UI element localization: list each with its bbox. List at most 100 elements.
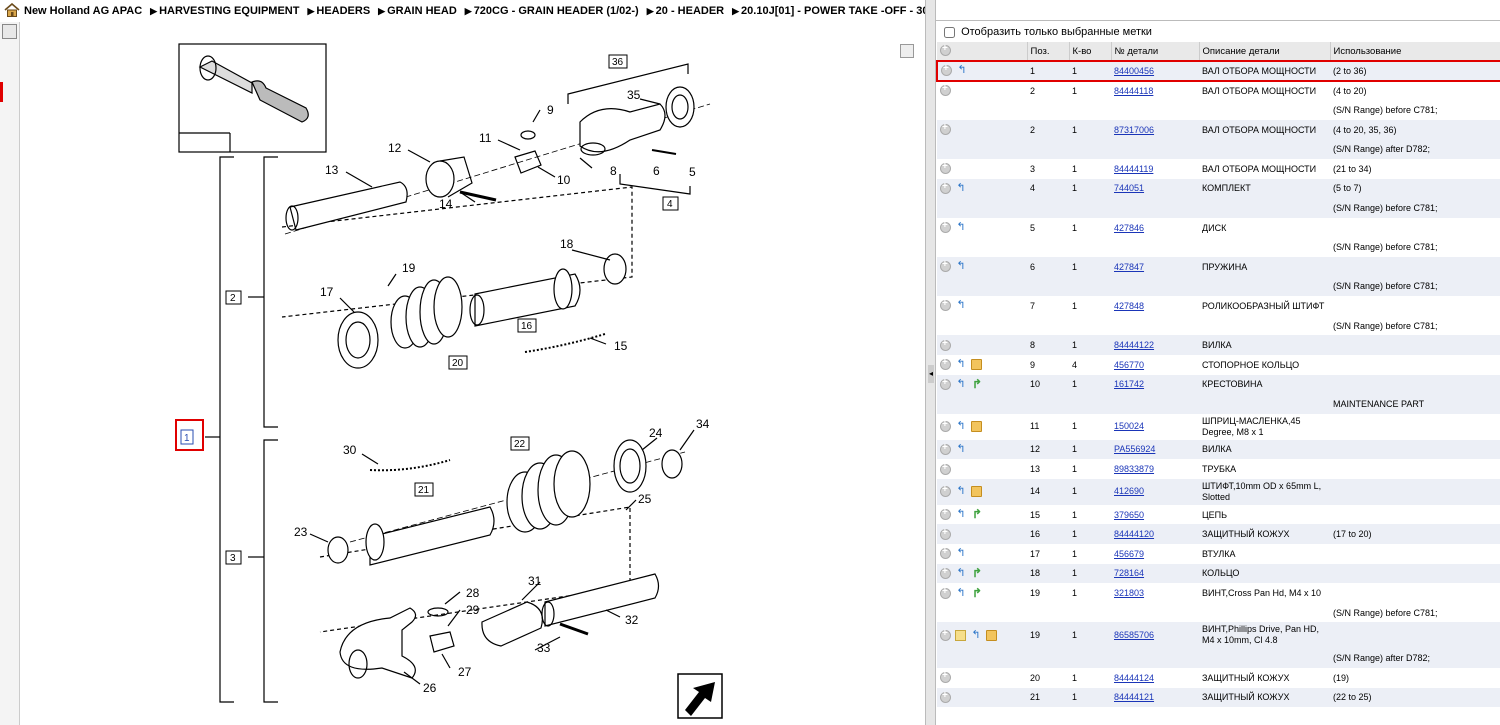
- expand-icon[interactable]: [940, 181, 951, 194]
- forward-arrow-icon[interactable]: ↱: [971, 566, 983, 581]
- expand-icon[interactable]: [940, 546, 951, 560]
- return-arrow-icon[interactable]: ↰: [956, 299, 966, 312]
- return-arrow-icon[interactable]: ↰: [956, 567, 966, 580]
- forward-arrow-icon[interactable]: ↱: [971, 507, 983, 522]
- return-arrow-icon[interactable]: ↰: [956, 358, 966, 371]
- part-number-link[interactable]: 412690: [1114, 486, 1145, 497]
- expand-icon[interactable]: [940, 122, 951, 136]
- expand-icon[interactable]: [940, 670, 951, 684]
- table-row[interactable]: (S/N Range) before C781;: [937, 237, 1500, 257]
- package-icon[interactable]: [971, 421, 982, 433]
- expand-icon[interactable]: [940, 83, 951, 97]
- table-row[interactable]: (S/N Range) before C781;: [937, 602, 1500, 623]
- part-number-link[interactable]: 427846: [1114, 222, 1145, 233]
- header-part-no[interactable]: № детали: [1111, 42, 1200, 62]
- header-description[interactable]: Описание детали: [1199, 42, 1331, 62]
- return-arrow-icon[interactable]: ↰: [956, 377, 966, 390]
- envelope-icon[interactable]: [955, 630, 966, 641]
- scroll-toggle-icon[interactable]: [900, 44, 914, 58]
- return-arrow-icon[interactable]: ↰: [971, 629, 981, 641]
- expand-icon[interactable]: [940, 442, 951, 456]
- part-number-link[interactable]: 321803: [1114, 588, 1145, 599]
- forward-arrow-icon[interactable]: ↱: [971, 585, 983, 600]
- expand-icon[interactable]: [940, 507, 951, 521]
- part-number-link[interactable]: 84444119: [1114, 163, 1154, 174]
- part-number-link[interactable]: 89833879: [1114, 464, 1155, 475]
- header-qty[interactable]: К-во: [1069, 42, 1112, 62]
- table-row[interactable]: (S/N Range) after D782;: [937, 139, 1500, 159]
- expand-icon[interactable]: [940, 462, 951, 475]
- expand-icon[interactable]: [940, 338, 951, 351]
- table-row[interactable]: MAINTENANCE PART: [937, 394, 1500, 414]
- forward-arrow-icon[interactable]: ↱: [971, 376, 983, 391]
- expand-icon[interactable]: [940, 527, 951, 540]
- expand-icon[interactable]: [940, 419, 951, 433]
- part-number-link[interactable]: 456770: [1114, 359, 1145, 370]
- part-number-link[interactable]: 87317006: [1114, 124, 1155, 135]
- expand-icon[interactable]: [940, 484, 951, 498]
- part-number-link[interactable]: PA556924: [1114, 444, 1156, 455]
- return-arrow-icon[interactable]: ↰: [956, 181, 966, 194]
- expand-icon[interactable]: [940, 220, 951, 234]
- expand-icon[interactable]: [940, 161, 951, 175]
- package-icon[interactable]: [986, 630, 997, 641]
- table-row[interactable]: (S/N Range) after D782;: [937, 648, 1500, 669]
- return-arrow-icon[interactable]: ↰: [956, 221, 966, 234]
- breadcrumb-item[interactable]: ▶HARVESTING EQUIPMENT: [150, 5, 299, 17]
- part-number-link[interactable]: 427848: [1114, 300, 1145, 311]
- return-arrow-icon[interactable]: ↰: [956, 443, 966, 456]
- collapse-arrow-icon[interactable]: ◂: [928, 365, 934, 383]
- part-number-link[interactable]: 744051: [1114, 183, 1145, 194]
- table-row[interactable]: (S/N Range) before C781;: [937, 315, 1500, 336]
- breadcrumb-item[interactable]: ▶HEADERS: [307, 5, 370, 17]
- part-number-link[interactable]: 86585706: [1114, 629, 1155, 640]
- breadcrumb-item[interactable]: ▶20 - HEADER: [647, 5, 724, 17]
- return-arrow-icon[interactable]: ↰: [956, 485, 966, 498]
- part-number-link[interactable]: 150024: [1114, 421, 1145, 432]
- expand-icon[interactable]: [940, 298, 951, 312]
- expand-icon[interactable]: [940, 566, 951, 580]
- header-icons[interactable]: [937, 42, 1028, 62]
- breadcrumb-item[interactable]: ▶720CG - GRAIN HEADER (1/02-): [465, 5, 639, 17]
- header-pos[interactable]: Поз.: [1027, 42, 1070, 62]
- return-arrow-icon[interactable]: ↰: [956, 508, 966, 521]
- filter-selected-only[interactable]: Отобразить только выбранные метки: [944, 26, 1152, 42]
- part-number-link[interactable]: 84444118: [1114, 85, 1154, 96]
- panel-splitter[interactable]: ◂: [925, 0, 936, 725]
- return-arrow-icon[interactable]: ↰: [956, 586, 966, 599]
- part-number-link[interactable]: 456679: [1114, 548, 1145, 559]
- package-icon[interactable]: [971, 359, 982, 371]
- part-number-link[interactable]: 728164: [1114, 568, 1145, 579]
- part-number-link[interactable]: 84444122: [1114, 340, 1155, 351]
- package-icon[interactable]: [971, 486, 982, 498]
- expand-icon[interactable]: [940, 357, 951, 371]
- return-arrow-icon[interactable]: ↰: [956, 420, 966, 433]
- parts-diagram[interactable]: 9 11 12 13 10 14 8 6 5 35 19 18 17 15 30…: [20, 22, 925, 725]
- table-row[interactable]: (S/N Range) before C781;: [937, 198, 1500, 218]
- part-number-link[interactable]: 161742: [1114, 379, 1145, 390]
- header-usage[interactable]: Использование: [1330, 42, 1500, 62]
- part-number-link[interactable]: 427847: [1114, 261, 1145, 272]
- filter-checkbox[interactable]: [944, 26, 955, 38]
- expand-icon[interactable]: [940, 586, 951, 599]
- part-number-link[interactable]: 84400456: [1114, 65, 1155, 76]
- part-number-link[interactable]: 84444124: [1114, 672, 1155, 683]
- return-arrow-icon[interactable]: ↰: [956, 260, 966, 273]
